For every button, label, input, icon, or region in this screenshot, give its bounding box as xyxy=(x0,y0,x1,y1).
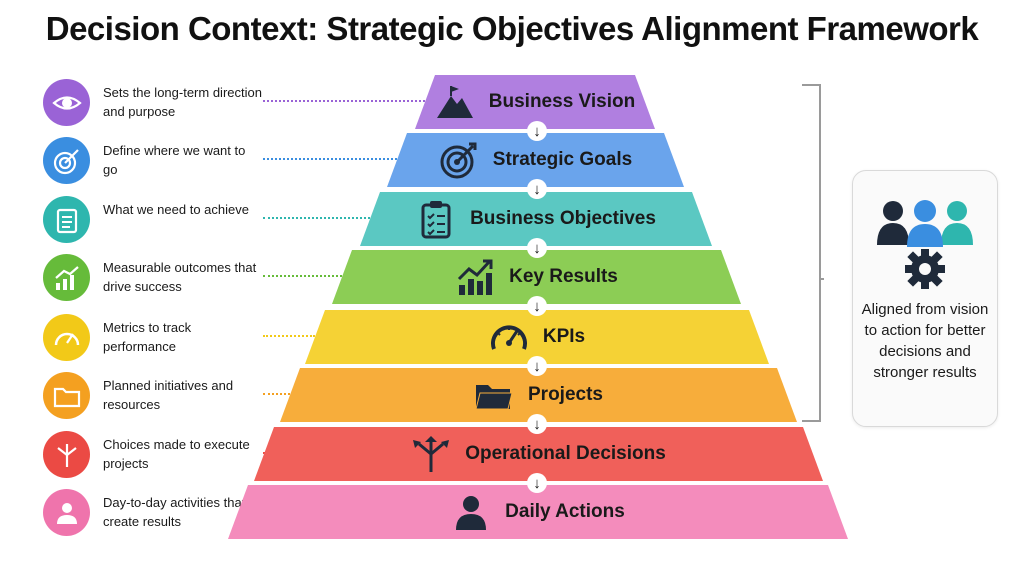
connector-dots xyxy=(263,275,342,283)
level-label: Key Results xyxy=(509,266,618,287)
mountain-flag-icon xyxy=(435,82,475,122)
pyramid-level-3: Business Objectives xyxy=(360,192,712,246)
person-icon xyxy=(451,492,491,532)
level-description: What we need to achieve xyxy=(103,202,249,217)
down-arrow-icon: ↓ xyxy=(527,296,547,316)
clipboard-checklist-icon xyxy=(416,199,456,239)
folder-icon xyxy=(474,375,514,415)
pyramid-level-2: Strategic Goals xyxy=(387,133,684,187)
level-description: Planned initiatives and resources xyxy=(103,378,234,412)
level-description: Sets the long-term direction and purpose xyxy=(103,85,262,119)
level-circle-speedometer-icon xyxy=(43,314,90,361)
connector-dots xyxy=(263,393,290,401)
level-circle-person-icon xyxy=(43,489,90,536)
level-circle-clipboard-checklist-icon xyxy=(43,196,90,243)
pyramid-level-8: Daily Actions xyxy=(228,485,848,539)
down-arrow-icon: ↓ xyxy=(527,121,547,141)
level-label: Projects xyxy=(528,384,603,405)
level-label: Business Vision xyxy=(488,91,636,112)
connector-dots xyxy=(263,158,397,166)
level-circle-mountain-flag-icon xyxy=(43,79,90,126)
down-arrow-icon: ↓ xyxy=(527,473,547,493)
pyramid-level-1: Business Vision xyxy=(415,75,655,129)
level-description: Define where we want to go xyxy=(103,143,246,177)
level-label: Operational Decisions xyxy=(465,443,666,464)
pyramid-level-4: Key Results xyxy=(332,250,741,304)
alignment-summary-card: Aligned from vision to action for better… xyxy=(852,170,998,427)
level-description: Day-to-day activities that create result… xyxy=(103,495,246,529)
grouping-bracket xyxy=(802,84,824,422)
pyramid-level-6: Projects xyxy=(280,368,797,422)
split-arrows-icon xyxy=(411,434,451,474)
level-circle-split-arrows-icon xyxy=(43,431,90,478)
level-circle-target-icon xyxy=(43,137,90,184)
down-arrow-icon: ↓ xyxy=(527,356,547,376)
down-arrow-icon: ↓ xyxy=(527,238,547,258)
speedometer-icon xyxy=(489,317,529,357)
team-gear-icon xyxy=(877,200,973,289)
alignment-caption: Aligned from vision to action for better… xyxy=(861,301,989,381)
level-circle-growth-chart-icon xyxy=(43,254,90,301)
connector-dots xyxy=(263,217,370,225)
level-circle-folder-icon xyxy=(43,372,90,419)
pyramid-level-5: KPIs xyxy=(305,310,769,364)
level-description: Metrics to track performance xyxy=(103,320,192,354)
level-label: Strategic Goals xyxy=(492,149,633,170)
level-label: KPIs xyxy=(542,326,586,347)
level-description: Choices made to execute projects xyxy=(103,437,250,471)
connector-dots xyxy=(263,335,315,343)
down-arrow-icon: ↓ xyxy=(527,414,547,434)
level-label: Daily Actions xyxy=(505,501,625,522)
growth-chart-icon xyxy=(455,257,495,297)
page-title: Decision Context: Strategic Objectives A… xyxy=(45,10,979,47)
pyramid-level-7: Operational Decisions xyxy=(254,427,823,481)
down-arrow-icon: ↓ xyxy=(527,179,547,199)
connector-dots xyxy=(263,100,425,108)
target-icon xyxy=(439,140,479,180)
level-label: Business Objectives xyxy=(470,208,656,229)
level-description: Measurable outcomes that drive success xyxy=(103,260,257,294)
